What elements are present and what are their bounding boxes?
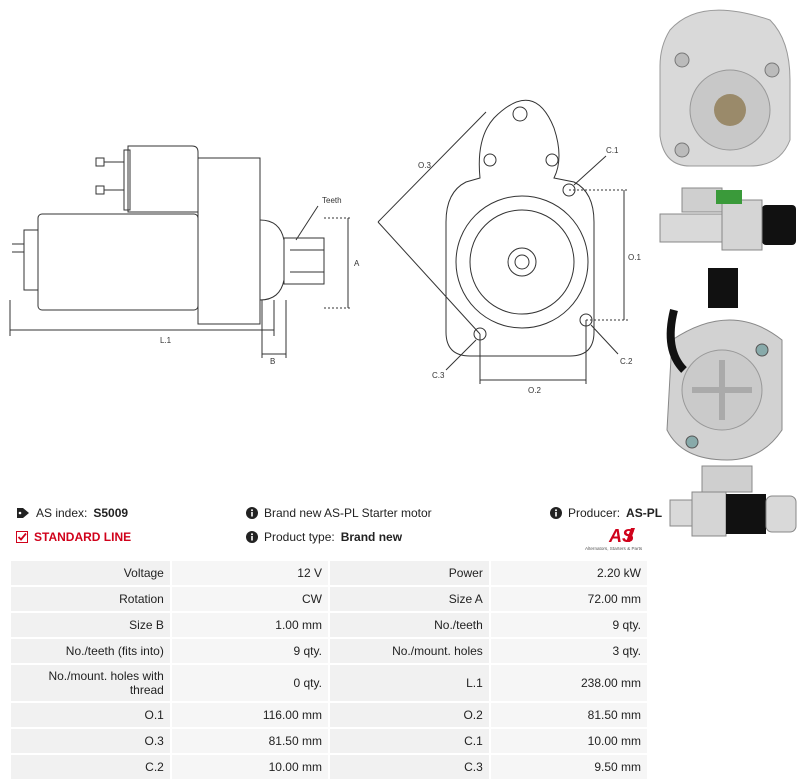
label-l1: L.1: [160, 336, 172, 345]
standard-line-text: STANDARD LINE: [34, 530, 132, 544]
spec-key: Size A: [329, 587, 489, 611]
product-photos: [659, 9, 797, 537]
spec-value: 0 qty.: [171, 665, 328, 701]
spec-key: C.3: [329, 755, 489, 779]
checkbox-icon: [16, 531, 28, 543]
as-index: AS index: S5009: [16, 506, 128, 520]
spec-value: 1.00 mm: [171, 613, 328, 637]
spec-value: 9.50 mm: [490, 755, 647, 779]
spec-key: L.1: [329, 665, 489, 701]
spec-key: O.1: [11, 703, 170, 727]
spec-row: No./teeth (fits into)9 qty.No./mount. ho…: [11, 639, 647, 663]
spec-key: C.2: [11, 755, 170, 779]
spec-key: No./teeth (fits into): [11, 639, 170, 663]
spec-value: 116.00 mm: [171, 703, 328, 727]
description-text: Brand new AS-PL Starter motor: [264, 506, 432, 520]
spec-key: Size B: [11, 613, 170, 637]
spec-value: 238.00 mm: [490, 665, 647, 701]
photo-side-top: [659, 187, 796, 251]
product-type-value: Brand new: [340, 530, 403, 544]
spec-key: Rotation: [11, 587, 170, 611]
spec-value: 10.00 mm: [171, 755, 328, 779]
spec-value: 81.50 mm: [490, 703, 647, 727]
product-info: AS index: S5009 Brand new AS-PL Starter …: [10, 500, 662, 550]
producer-value: AS-PL: [626, 506, 663, 520]
tag-icon: [17, 508, 29, 518]
label-o2: O.2: [528, 386, 541, 395]
technical-drawing: Teeth A B L.1 O.3 C.1 O.1 C.3 C.2 O.2: [9, 99, 641, 395]
logo-tagline: Alternators, Starters & Parts: [585, 546, 643, 551]
spec-value: 9 qty.: [490, 613, 647, 637]
label-c1: C.1: [606, 146, 619, 155]
spec-key: O.2: [329, 703, 489, 727]
label-o1: O.1: [628, 253, 641, 262]
info-icon: [246, 531, 258, 543]
spec-key: O.3: [11, 729, 170, 753]
product-type-label: Product type:: [264, 530, 335, 544]
product-type: Product type: Brand new: [246, 530, 402, 544]
spec-value: 9 qty.: [171, 639, 328, 663]
as-index-value: S5009: [93, 506, 129, 520]
photo-side-bottom: [669, 465, 797, 537]
description: Brand new AS-PL Starter motor: [246, 506, 432, 520]
spec-value: 2.20 kW: [490, 561, 647, 585]
producer-label: Producer:: [568, 506, 621, 520]
side-view: [9, 145, 352, 358]
spec-key: Voltage: [11, 561, 170, 585]
info-icon: [246, 507, 258, 519]
producer: Producer: AS-PL: [550, 506, 662, 520]
spec-key: No./teeth: [329, 613, 489, 637]
spec-key: Power: [329, 561, 489, 585]
photo-rear: [666, 268, 783, 461]
label-c2: C.2: [620, 357, 633, 366]
spec-key: C.1: [329, 729, 489, 753]
spec-value: CW: [171, 587, 328, 611]
as-index-label: AS index:: [36, 506, 88, 520]
label-b: B: [270, 357, 275, 366]
spec-value: 3 qty.: [490, 639, 647, 663]
spec-key: No./mount. holes: [329, 639, 489, 663]
spec-value: 72.00 mm: [490, 587, 647, 611]
spec-value: 10.00 mm: [490, 729, 647, 753]
photo-front: [659, 9, 791, 167]
spec-value: 12 V: [171, 561, 328, 585]
label-teeth: Teeth: [322, 196, 342, 205]
info-icon: [550, 507, 562, 519]
standard-line: STANDARD LINE: [16, 530, 131, 544]
spec-key: No./mount. holes with thread: [11, 665, 170, 701]
label-a: A: [354, 259, 360, 268]
front-view: [377, 99, 628, 384]
label-o3: O.3: [418, 161, 431, 170]
label-c3: C.3: [432, 371, 445, 380]
spec-value: 81.50 mm: [171, 729, 328, 753]
as-pl-logo: AS Alternators, Starters & Parts: [585, 526, 643, 551]
